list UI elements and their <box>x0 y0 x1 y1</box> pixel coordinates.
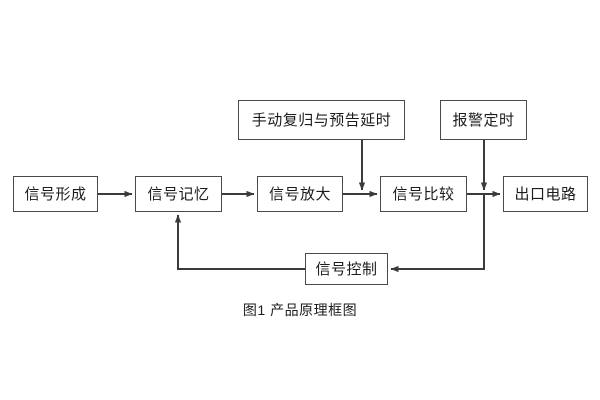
node-label: 报警定时 <box>452 111 515 129</box>
node-signal-amplify[interactable]: 信号放大 <box>257 176 343 212</box>
figure-caption: 图1 产品原理框图 <box>242 302 358 318</box>
node-signal-memory[interactable]: 信号记忆 <box>135 176 222 212</box>
node-signal-compare[interactable]: 信号比较 <box>380 176 467 212</box>
node-alarm-timer[interactable]: 报警定时 <box>440 100 527 140</box>
node-label: 信号记忆 <box>147 185 210 203</box>
connector-compare-to-control <box>390 194 485 273</box>
node-signal-control[interactable]: 信号控制 <box>305 253 388 285</box>
node-label: 手动复归与预告延时 <box>251 111 392 129</box>
connector-control-to-memory <box>174 214 305 270</box>
node-label: 信号比较 <box>392 185 455 203</box>
node-manual-reset-delay[interactable]: 手动复归与预告延时 <box>238 100 405 140</box>
node-signal-formation[interactable]: 信号形成 <box>13 176 98 212</box>
node-label: 信号形成 <box>24 185 87 203</box>
node-label: 信号控制 <box>315 260 378 278</box>
node-label: 信号放大 <box>268 185 331 203</box>
node-output-circuit[interactable]: 出口电路 <box>503 176 588 212</box>
node-label: 出口电路 <box>514 185 577 203</box>
